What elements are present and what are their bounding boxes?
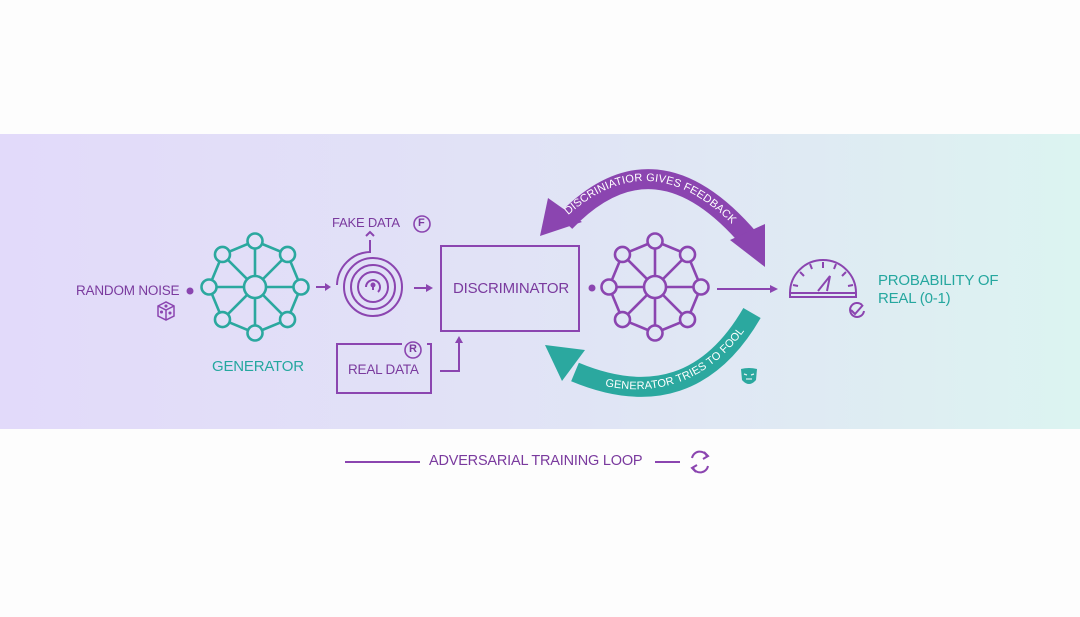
network-node: [278, 245, 297, 264]
noise-dot: [186, 287, 194, 295]
arrow-generator-to-fake: [316, 283, 331, 291]
network-node: [292, 278, 310, 296]
network-center-node: [642, 274, 668, 300]
arrow-real-to-discriminator: [440, 336, 463, 372]
network-center-node: [242, 274, 268, 300]
network-node: [213, 245, 232, 264]
footer-line-right: [655, 461, 680, 463]
fake-badge-letter: F: [418, 217, 425, 229]
generator-label: GENERATOR: [212, 358, 304, 375]
refresh-icon[interactable]: [690, 450, 710, 474]
network-node: [278, 310, 297, 329]
feedback-arrowhead-right: [730, 224, 765, 267]
fake-data-label: FAKE DATA: [332, 215, 400, 230]
fake-badge-icon: [413, 215, 431, 233]
output-label-line2: REAL (0-1): [878, 290, 951, 307]
footer-label: ADVERSARIAL TRAINING LOOP: [429, 453, 643, 469]
network-node: [246, 324, 264, 342]
output-label-line1: PROBABILITY OF: [878, 272, 999, 289]
discriminator-network-icon: [600, 232, 710, 342]
real-data-label: REAL DATA: [348, 362, 419, 377]
footer-line-left: [345, 461, 420, 463]
network-node: [613, 245, 632, 264]
spiral-icon: [336, 230, 403, 317]
arrow-fake-to-discriminator: [414, 284, 433, 292]
network-node: [246, 232, 264, 250]
network-node: [213, 310, 232, 329]
fool-arrow: GENERATOR TRIES TO FOOL: [545, 307, 761, 397]
real-badge-icon: [404, 341, 422, 359]
network-node: [613, 310, 632, 329]
check-circle-icon: [849, 302, 865, 318]
network-node: [678, 310, 697, 329]
fool-arrowhead-left: [545, 345, 585, 381]
gauge-icon: [789, 259, 857, 298]
real-data-box: [336, 343, 432, 394]
feedback-arrow: DISCRINIATIOR GIVES FEEDBACK: [540, 169, 765, 267]
real-badge-letter: R: [409, 343, 417, 355]
dice-icon: [157, 301, 175, 321]
discriminator-box: [440, 245, 580, 332]
diagram-background-band: [0, 134, 1080, 429]
discriminator-dot: [588, 284, 596, 292]
mask-icon: [741, 368, 757, 384]
arrow-to-output: [717, 285, 778, 293]
feedback-arrowhead-left: [540, 198, 582, 236]
discriminator-label: DISCRIMINATOR: [453, 280, 570, 297]
network-node: [692, 278, 710, 296]
network-node: [678, 245, 697, 264]
random-noise-label: RANDOM NOISE: [76, 283, 180, 298]
generator-network-icon: [200, 232, 310, 342]
network-node: [600, 278, 618, 296]
network-node: [200, 278, 218, 296]
network-node: [646, 324, 664, 342]
network-node: [646, 232, 664, 250]
